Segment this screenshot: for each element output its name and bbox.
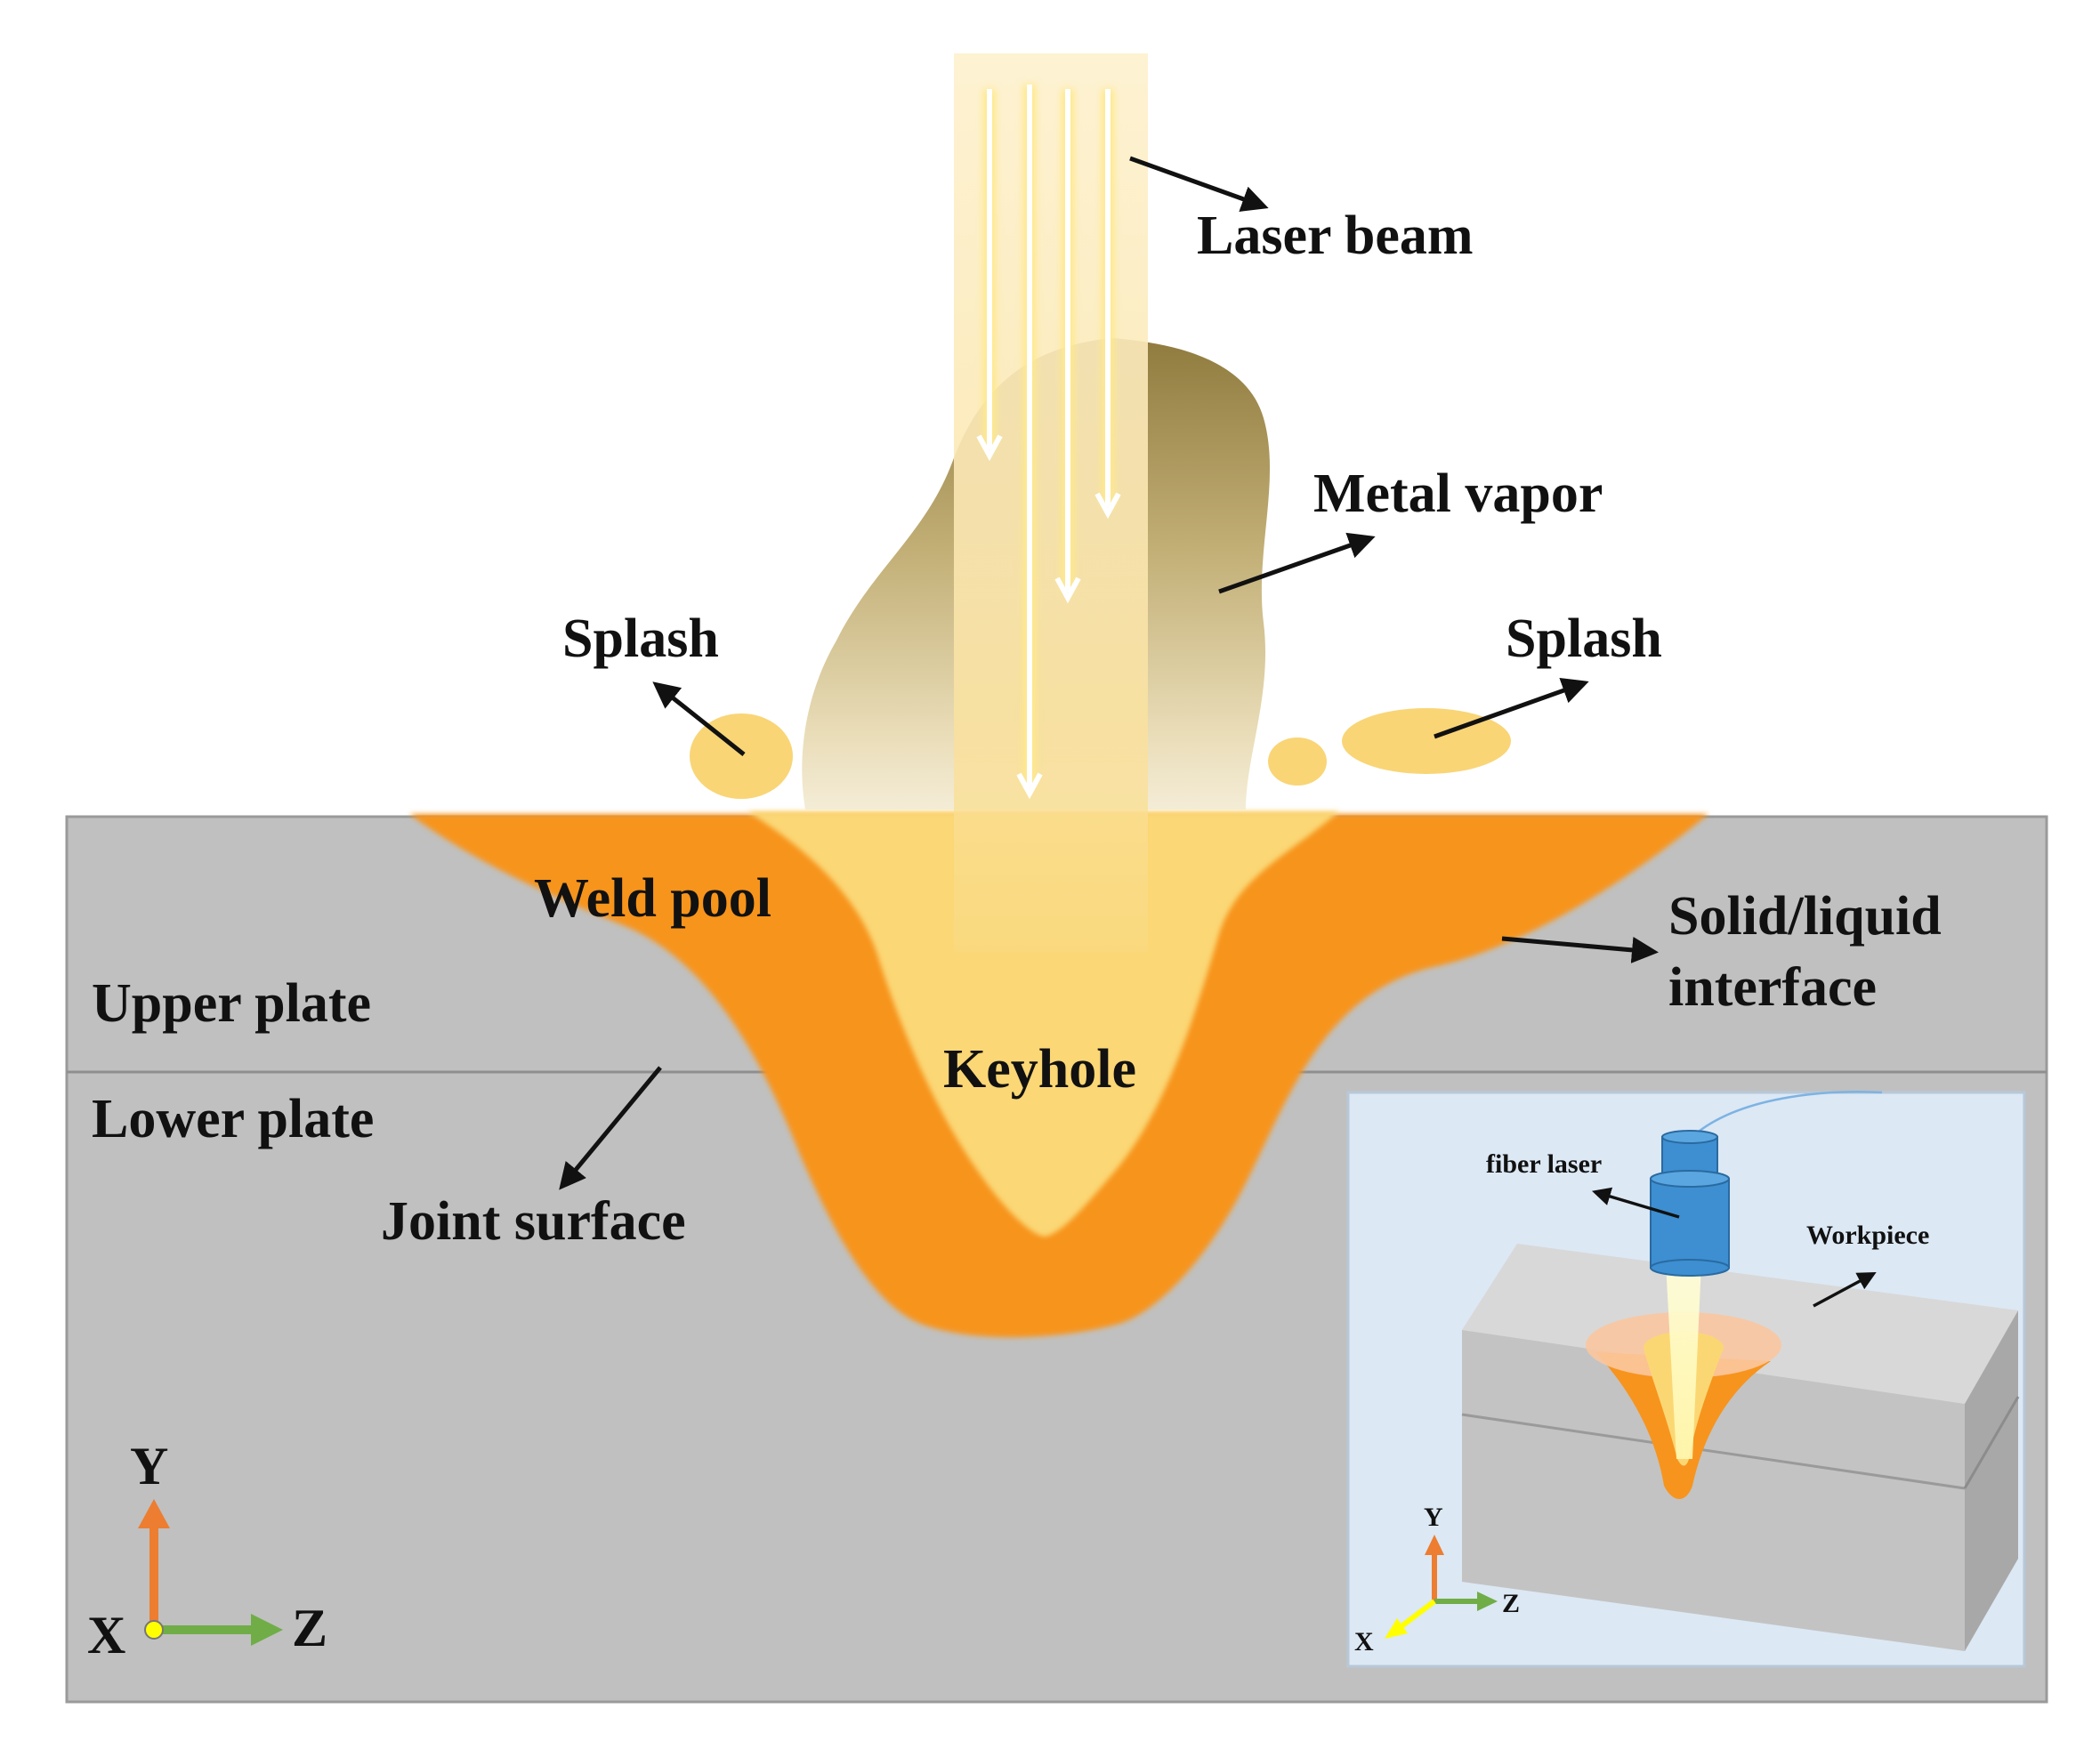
workpiece-front — [1462, 1330, 1965, 1651]
lower-plate-label: Lower plate — [92, 1089, 374, 1149]
solid-liquid-label-line2: interface — [1668, 957, 1877, 1018]
fiber-laser-label: fiber laser — [1486, 1149, 1602, 1179]
inset-axis-z-label: Z — [1502, 1589, 1520, 1618]
annotation-arrows — [559, 156, 1659, 1190]
weld-pool-label: Weld pool — [534, 868, 771, 929]
metal-vapor-label: Metal vapor — [1313, 463, 1603, 524]
solid-liquid-label-line1: Solid/liquid — [1668, 886, 1942, 947]
laser-head-body — [1650, 1178, 1730, 1269]
inset-axis-x-label: X — [1354, 1627, 1374, 1656]
splash-right-label: Splash — [1506, 609, 1662, 669]
splash-left-label: Splash — [562, 609, 719, 669]
laser-beam — [954, 53, 1148, 952]
x-axis-dot — [144, 1620, 164, 1640]
axis-z-label: Z — [292, 1599, 327, 1657]
workpiece-label: Workpiece — [1806, 1221, 1929, 1250]
upper-plate-label: Upper plate — [92, 973, 371, 1034]
inset-laser-beam — [1666, 1263, 1701, 1459]
fiber-cable — [1694, 1091, 1883, 1135]
keyhole-label: Keyhole — [943, 1039, 1136, 1100]
keyhole — [747, 811, 1339, 1237]
splash-drop-left — [690, 713, 793, 799]
laser-beam-arrows — [976, 85, 1121, 800]
axes-main: Y X Z — [87, 1437, 327, 1664]
inset-schematic: fiber laser Workpiece Y Z X — [1346, 1091, 2026, 1668]
inset-axis-y-label: Y — [1424, 1503, 1443, 1532]
laser-beam-label: Laser beam — [1197, 206, 1474, 266]
axis-x-label: X — [87, 1606, 125, 1664]
workpiece-side — [1965, 1310, 2018, 1651]
workpiece-joint-line — [1461, 1413, 1966, 1490]
axes-inset: Y Z X — [1354, 1503, 1520, 1656]
axis-y-label: Y — [130, 1437, 168, 1495]
joint-surface-label: Joint surface — [381, 1191, 686, 1252]
splash-drop-small — [1268, 738, 1327, 786]
